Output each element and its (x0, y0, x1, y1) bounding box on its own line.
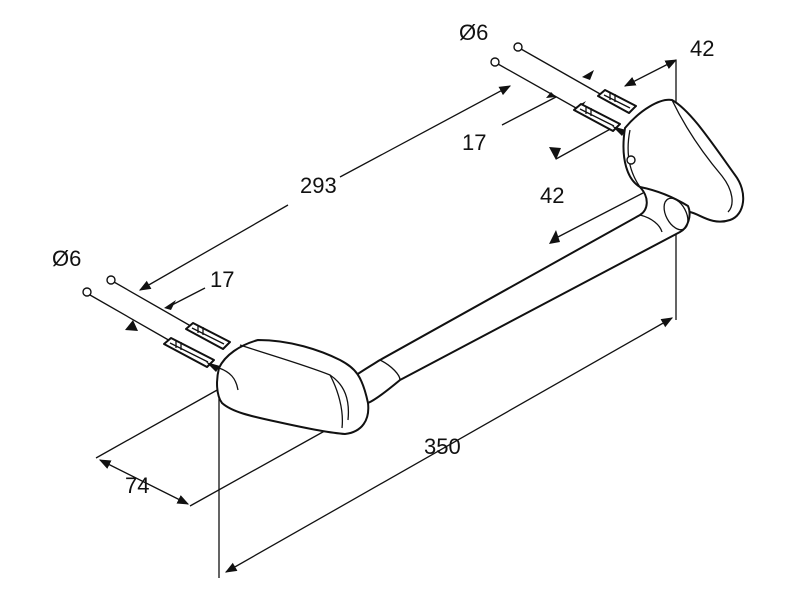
plug-left-upper (185, 322, 231, 350)
bracket-left (216, 339, 370, 435)
hole-left-upper (106, 275, 116, 285)
label-42-top: 42 (690, 36, 714, 61)
dimension-hole-diameter-left: Ø6 (52, 246, 81, 271)
dimension-bar-height: 42 (540, 183, 644, 244)
label-diameter-left: Ø6 (52, 246, 81, 271)
hole-left-lower (82, 287, 92, 297)
drill-holes (82, 42, 523, 297)
label-350: 350 (424, 434, 461, 459)
label-diameter-right: Ø6 (459, 20, 488, 45)
bracket-right-screw-hole (626, 155, 636, 165)
plug-right-upper (597, 89, 637, 114)
dimension-hole-spacing-left: 17 (125, 267, 234, 331)
dimension-overall-length: 350 (218, 317, 674, 578)
hole-right-upper (513, 42, 523, 52)
plug-right-lower (573, 103, 626, 136)
wall-plugs-right (573, 89, 637, 136)
label-17-right: 17 (462, 130, 486, 155)
label-293: 293 (300, 173, 337, 198)
label-74: 74 (125, 473, 149, 498)
label-42-bar: 42 (540, 183, 564, 208)
rail-tube (351, 186, 691, 404)
wall-plugs-left (163, 322, 231, 372)
hole-right-lower (490, 57, 500, 67)
plug-left-lower (163, 337, 220, 372)
dimension-center-distance: 293 (138, 85, 512, 291)
dimension-projection: 74 (95, 388, 331, 507)
dimension-hole-diameter-right: Ø6 (459, 20, 594, 80)
label-17-left: 17 (210, 267, 234, 292)
dimension-hole-spacing-right: 17 (462, 92, 615, 160)
